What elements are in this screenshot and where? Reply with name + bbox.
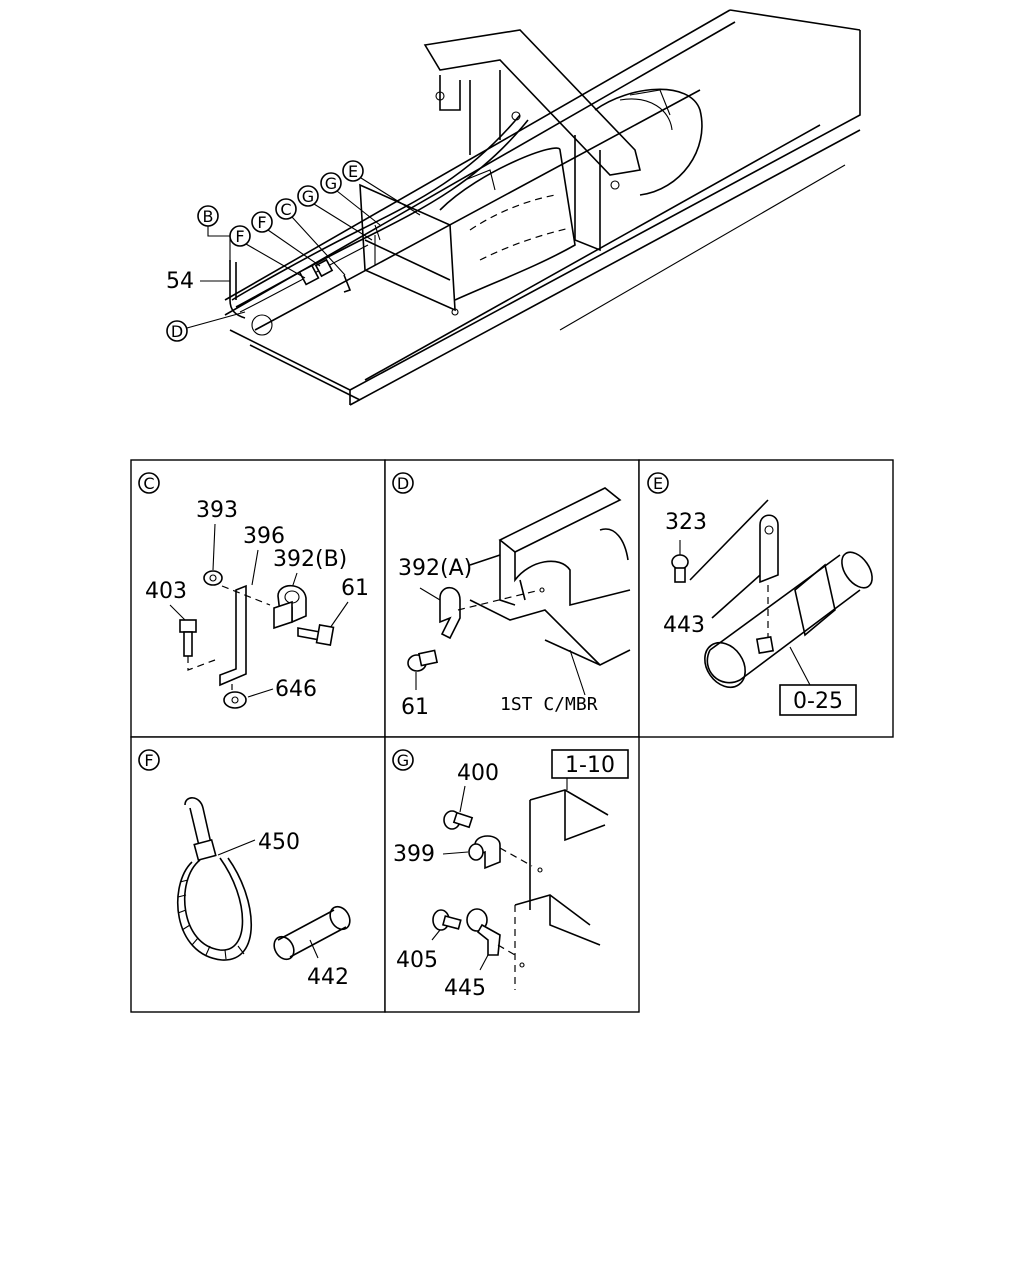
ref-box-1-10 (551, 749, 629, 779)
callout-e: E (342, 160, 421, 216)
part-646: 646 (275, 677, 317, 702)
panel-e: E 323 443 0-25 (647, 472, 873, 716)
note-1st-cmbr: 1ST C/MBR (500, 694, 598, 715)
svg-text:G: G (325, 174, 337, 193)
svg-text:54: 54 (166, 269, 194, 294)
part-393: 393 (196, 498, 238, 523)
callout-b: B (197, 205, 231, 262)
panel-c-id: C (143, 474, 154, 493)
svg-text:F: F (257, 213, 266, 232)
part-403: 403 (145, 579, 187, 604)
overview-callouts: B F C F G G E (166, 160, 421, 342)
panel-c: C 393 396 392(B) 403 61 646 (138, 472, 369, 709)
svg-text:B: B (203, 207, 214, 226)
callout-c: C (275, 198, 346, 276)
callout-d: D (166, 311, 246, 342)
svg-text:0-25: 0-25 (793, 689, 843, 714)
callout-g2: G (320, 172, 381, 226)
callout-f2: F (251, 211, 321, 267)
panel-e-id: E (653, 474, 663, 493)
part-400: 400 (457, 761, 499, 786)
part-405: 405 (396, 948, 438, 973)
callout-f: F (229, 225, 306, 279)
part-399: 399 (393, 842, 435, 867)
panel-d: D 392(A) 61 1ST C/MBR (392, 472, 631, 720)
part-445: 445 (444, 976, 486, 1001)
part-396: 396 (243, 524, 285, 549)
panel-d-id: D (397, 474, 409, 493)
svg-text:C: C (280, 200, 291, 219)
part-392a: 392(A) (398, 556, 472, 581)
svg-text:1-10: 1-10 (565, 753, 615, 778)
panel-f: F 450 442 (138, 749, 351, 990)
panel-f-id: F (144, 751, 153, 770)
svg-text:F: F (235, 227, 244, 246)
part-392b: 392(B) (273, 547, 347, 572)
part-323: 323 (665, 510, 707, 535)
panel-g: G 1-10 400 399 405 445 (392, 749, 629, 1001)
part-443: 443 (663, 613, 705, 638)
panel-g-id: G (397, 751, 409, 770)
svg-text:E: E (348, 162, 358, 181)
part-61: 61 (341, 576, 369, 601)
ref-box-0-25 (779, 684, 857, 716)
chassis-overview (224, 9, 861, 406)
part-442: 442 (307, 965, 349, 990)
part-label-54: 54 (166, 269, 230, 294)
part-450: 450 (258, 830, 300, 855)
svg-text:G: G (302, 187, 314, 206)
part-61-d: 61 (401, 695, 429, 720)
svg-text:D: D (171, 322, 183, 341)
callout-g: G (297, 185, 373, 241)
